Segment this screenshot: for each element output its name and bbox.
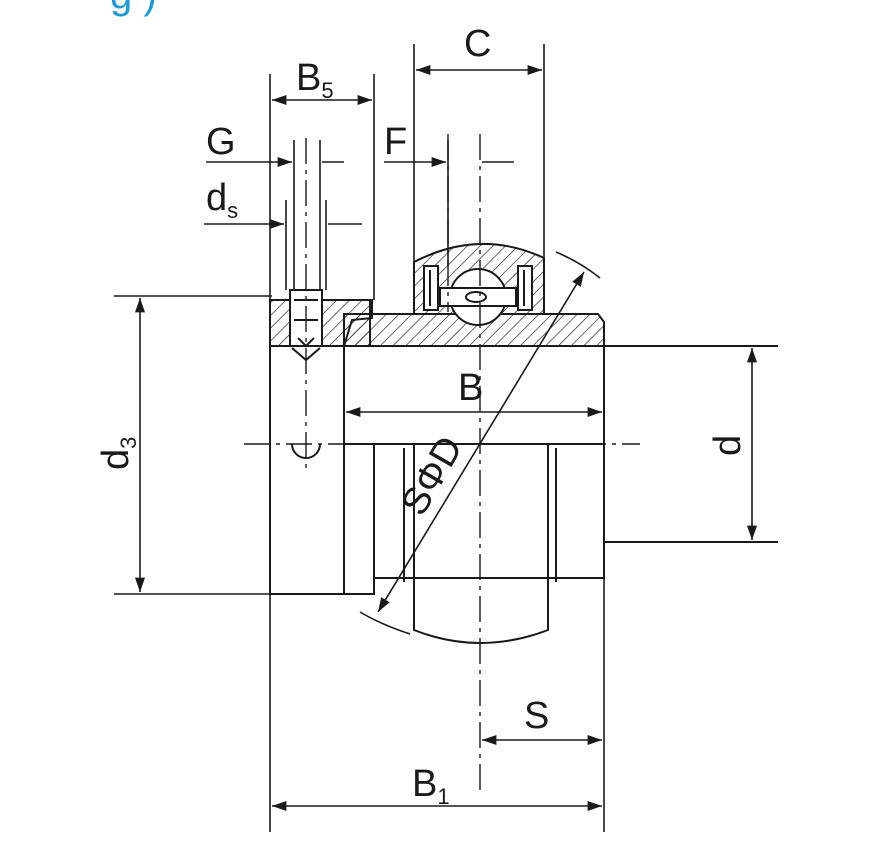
label-d3: d3 [95,437,141,470]
label-ds: ds [206,177,238,223]
label-d: d [707,435,749,456]
label-C: C [464,23,491,65]
collar-body [269,345,345,595]
label-B1: B1 [412,763,450,809]
dim-SphiD [377,271,585,613]
label-F: F [384,121,407,163]
label-S: S [524,695,549,737]
label-G: G [206,121,236,163]
header-partial-text: g ) [110,0,157,17]
label-B5: B5 [296,57,334,103]
label-B: B [458,367,483,409]
